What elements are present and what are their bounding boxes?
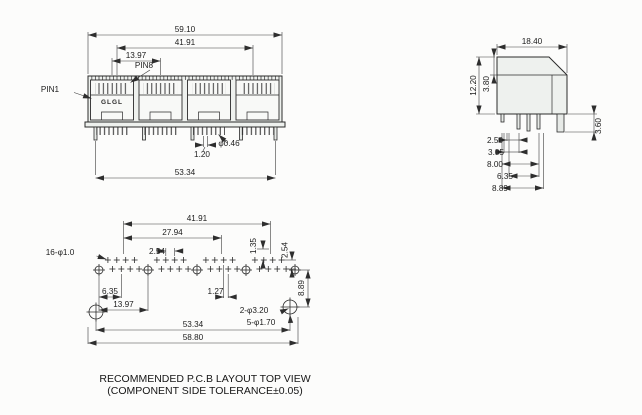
pcb-view: 41.91 27.94 2.54 1.35 2.54 16 — [46, 214, 311, 397]
dim-pcb-41-91-label: 41.91 — [187, 214, 208, 223]
dim-pcb-1-35-label: 1.35 — [249, 238, 258, 254]
dim-pcb-2-54-top-label: 2.54 — [149, 247, 165, 256]
side-body — [496, 56, 568, 133]
dim-pcb-13-97-label: 13.97 — [113, 300, 134, 309]
dim-front-port-pitch: 13.97 — [111, 51, 161, 75]
dim-pcb-6-35-label: 6.35 — [102, 287, 118, 296]
front-port-4 — [235, 79, 280, 121]
pcb-caption-line2: (COMPONENT SIDE TOLERANCE±0.05) — [107, 385, 302, 397]
dim-pcb-1-27: 1.27 — [208, 265, 237, 300]
pcb-caption-line1: RECOMMENDED P.C.B LAYOUT TOP VIEW — [99, 373, 310, 385]
dim-pcb-58-80-label: 58.80 — [183, 333, 204, 342]
dim-front-housing-width-label: 41.91 — [175, 38, 196, 47]
dim-side-8-00-label: 8.00 — [487, 160, 503, 169]
dim-side-pin-length: 3.60 — [565, 105, 603, 141]
dim-side-depth-label: 18.40 — [522, 37, 543, 46]
dim-front-port-pitch-label: 13.97 — [126, 51, 147, 60]
front-pins — [93, 126, 278, 141]
dim-pcb-58-80: 58.80 — [87, 317, 299, 346]
dim-side-8-89-label: 8.89 — [492, 184, 508, 193]
dim-front-tab-width: 1.20 — [194, 136, 216, 159]
dim-pcb-53-34-label: 53.34 — [183, 320, 204, 329]
dim-pcb-27-94: 27.94 — [123, 228, 222, 254]
pin8-label: PIN8 — [135, 61, 154, 70]
dim-front-leg-span: 53.34 — [95, 141, 276, 181]
dim-front-overall-width: 59.10 — [87, 25, 283, 74]
callout-pin1: PIN1 — [41, 85, 92, 99]
dim-side-3-05-label: 3.05 — [488, 148, 504, 157]
callout-pcb-pin-holes: 16-φ1.0 — [46, 248, 107, 260]
dim-side-height: 12.20 — [469, 56, 495, 115]
front-port-3 — [187, 79, 231, 121]
pcb-shield-holes — [92, 263, 302, 277]
pcb-large-holes-label: 2-φ3.20 — [240, 306, 269, 315]
pcb-pin-holes-label: 16-φ1.0 — [46, 248, 75, 257]
dim-front-tab-width-label: 1.20 — [194, 150, 210, 159]
dim-pcb-53-34: 53.34 — [95, 314, 291, 333]
pin1-label: PIN1 — [41, 85, 60, 94]
dim-side-depth: 18.40 — [496, 37, 568, 73]
dim-front-pin-diameter: φ0.46 — [218, 134, 240, 148]
callout-pcb-mounting-holes: 2-φ3.20 5-φ1.70 — [240, 306, 294, 327]
dim-pcb-8-89-label: 8.89 — [297, 280, 306, 296]
brand-mark: GLGL — [101, 99, 123, 106]
pcb-medium-holes-label: 5-φ1.70 — [247, 318, 276, 327]
dim-front-overall-width-label: 59.10 — [175, 25, 196, 34]
side-view: 18.40 12.20 3.80 3.60 — [469, 37, 603, 193]
dim-pcb-2-54-right-label: 2.54 — [281, 242, 290, 258]
dim-front-pin-diameter-label: φ0.46 — [218, 139, 240, 148]
dim-side-top-offset: 3.80 — [482, 48, 497, 92]
dim-side-top-offset-label: 3.80 — [482, 76, 491, 92]
dim-side-pin-length-label: 3.60 — [594, 118, 603, 134]
dim-pcb-27-94-label: 27.94 — [162, 228, 183, 237]
dim-side-6-35-label: 6.35 — [497, 172, 513, 181]
dim-pcb-1-27-label: 1.27 — [208, 287, 224, 296]
dim-pcb-1-35: 1.35 — [249, 238, 269, 269]
dim-pcb-13-97: 13.97 — [99, 276, 149, 313]
dim-side-height-label: 12.20 — [469, 75, 478, 96]
dim-pcb-8-89: 8.89 — [297, 269, 311, 308]
dim-pcb-2-54-top: 2.54 — [149, 247, 184, 256]
dim-front-leg-span-label: 53.34 — [175, 168, 196, 177]
dim-side-2-50-label: 2.50 — [487, 136, 503, 145]
front-port-1 — [90, 79, 134, 121]
dim-pcb-6-35: 6.35 — [98, 274, 122, 311]
front-port-2 — [138, 79, 183, 121]
shield-comb — [89, 76, 281, 80]
dim-pcb-2-54-right: 2.54 — [281, 242, 296, 278]
callout-pin8: PIN8 — [130, 61, 154, 83]
front-view: GLGL 59.10 41.91 13 — [41, 25, 286, 181]
dim-side-pin-positions: 2.50 3.05 8.00 6.35 8.89 — [487, 133, 544, 193]
